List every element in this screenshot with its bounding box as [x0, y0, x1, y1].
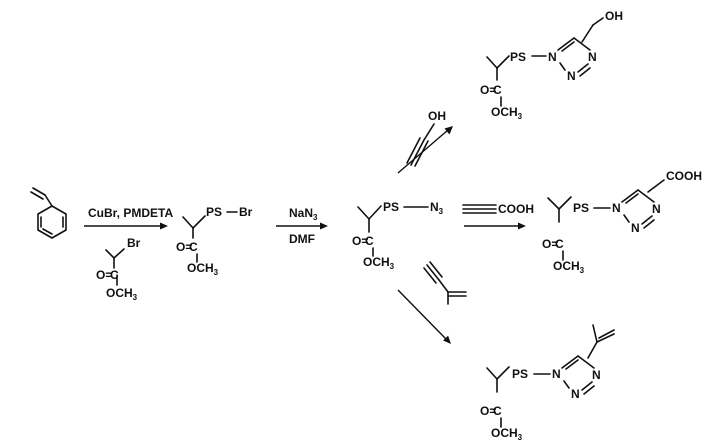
ps-n3-carbonyl-o: O= [352, 234, 368, 248]
product-cooh-structure: PS N N N COOH O= C OCH3 [542, 169, 702, 275]
ps-br-br: Br [239, 205, 253, 219]
product-cooh-ome: OCH3 [553, 259, 585, 275]
propiolic-acid: COOH [462, 202, 534, 216]
catalyst-label: CuBr, PMDETA [88, 206, 173, 220]
azide-reagent: NaN3 [289, 206, 318, 222]
product-vinyl-n1: N [552, 367, 561, 381]
arrow-to-cooh-product [464, 222, 526, 230]
ps-br-ps: PS [206, 205, 222, 219]
step2-arrow [276, 222, 328, 230]
ps-n3-azide: N3 [430, 200, 444, 216]
acid-cooh: COOH [498, 202, 534, 216]
vinyl-bond [44, 194, 53, 207]
ps-n3-ome: OCH3 [363, 255, 395, 271]
enyne-reagent [423, 261, 467, 305]
product-vinyl-ps: PS [512, 367, 528, 381]
solvent-label: DMF [289, 232, 315, 246]
ps-br-structure: PS Br O= C OCH3 [176, 205, 253, 277]
product-vinyl-carbon: C [493, 404, 502, 418]
ps-br-carbonyl-o: O= [176, 240, 192, 254]
product-oh-n2: N [567, 69, 576, 83]
product-cooh-n2: N [631, 221, 640, 235]
product-vinyl-structure: PS N N N O= C OCH3 [480, 324, 615, 441]
product-vinyl-n2: N [571, 387, 580, 401]
product-vinyl-ome: OCH3 [491, 426, 523, 441]
product-cooh-ps: PS [573, 201, 589, 215]
ps-br-carbon: C [189, 240, 198, 254]
product-cooh-cooh: COOH [666, 169, 702, 183]
product-oh-ps: PS [510, 50, 526, 64]
benzene-ring [37, 205, 67, 239]
initiator-carbonyl-o: O= [96, 268, 112, 282]
alcohol-oh: OH [428, 109, 446, 123]
product-oh-structure: PS N N N OH O= C OCH3 [480, 9, 623, 121]
propargyl-alcohol: OH [406, 109, 446, 167]
ps-br-ome: OCH3 [187, 261, 219, 277]
arrow-to-oh-product [397, 126, 453, 174]
product-cooh-carbon: C [555, 237, 564, 251]
product-oh-oh: OH [605, 9, 623, 23]
initiator-ome: OCH3 [106, 286, 138, 302]
arrow-to-vinyl-product [397, 289, 451, 344]
step1-arrow [84, 222, 168, 230]
product-oh-n1: N [548, 50, 557, 64]
ps-n3-ps: PS [383, 200, 399, 214]
styrene-structure [30, 187, 67, 239]
product-vinyl-carbonyl-o: O= [480, 404, 496, 418]
ps-n3-carbon: C [365, 234, 374, 248]
product-oh-n3: N [588, 50, 597, 64]
product-cooh-n3: N [652, 202, 661, 216]
product-oh-carbonyl-o: O= [480, 83, 496, 97]
product-oh-carbon: C [493, 83, 502, 97]
product-cooh-n1: N [612, 201, 621, 215]
ps-n3-structure: PS N3 O= C OCH3 [352, 200, 444, 271]
product-vinyl-n3: N [592, 368, 601, 382]
product-cooh-carbonyl-o: O= [542, 237, 558, 251]
initiator-br: Br [127, 236, 141, 250]
product-oh-ome: OCH3 [491, 105, 523, 121]
initiator-structure: Br O= C OCH3 [96, 236, 141, 302]
initiator-carbon: C [110, 268, 119, 282]
